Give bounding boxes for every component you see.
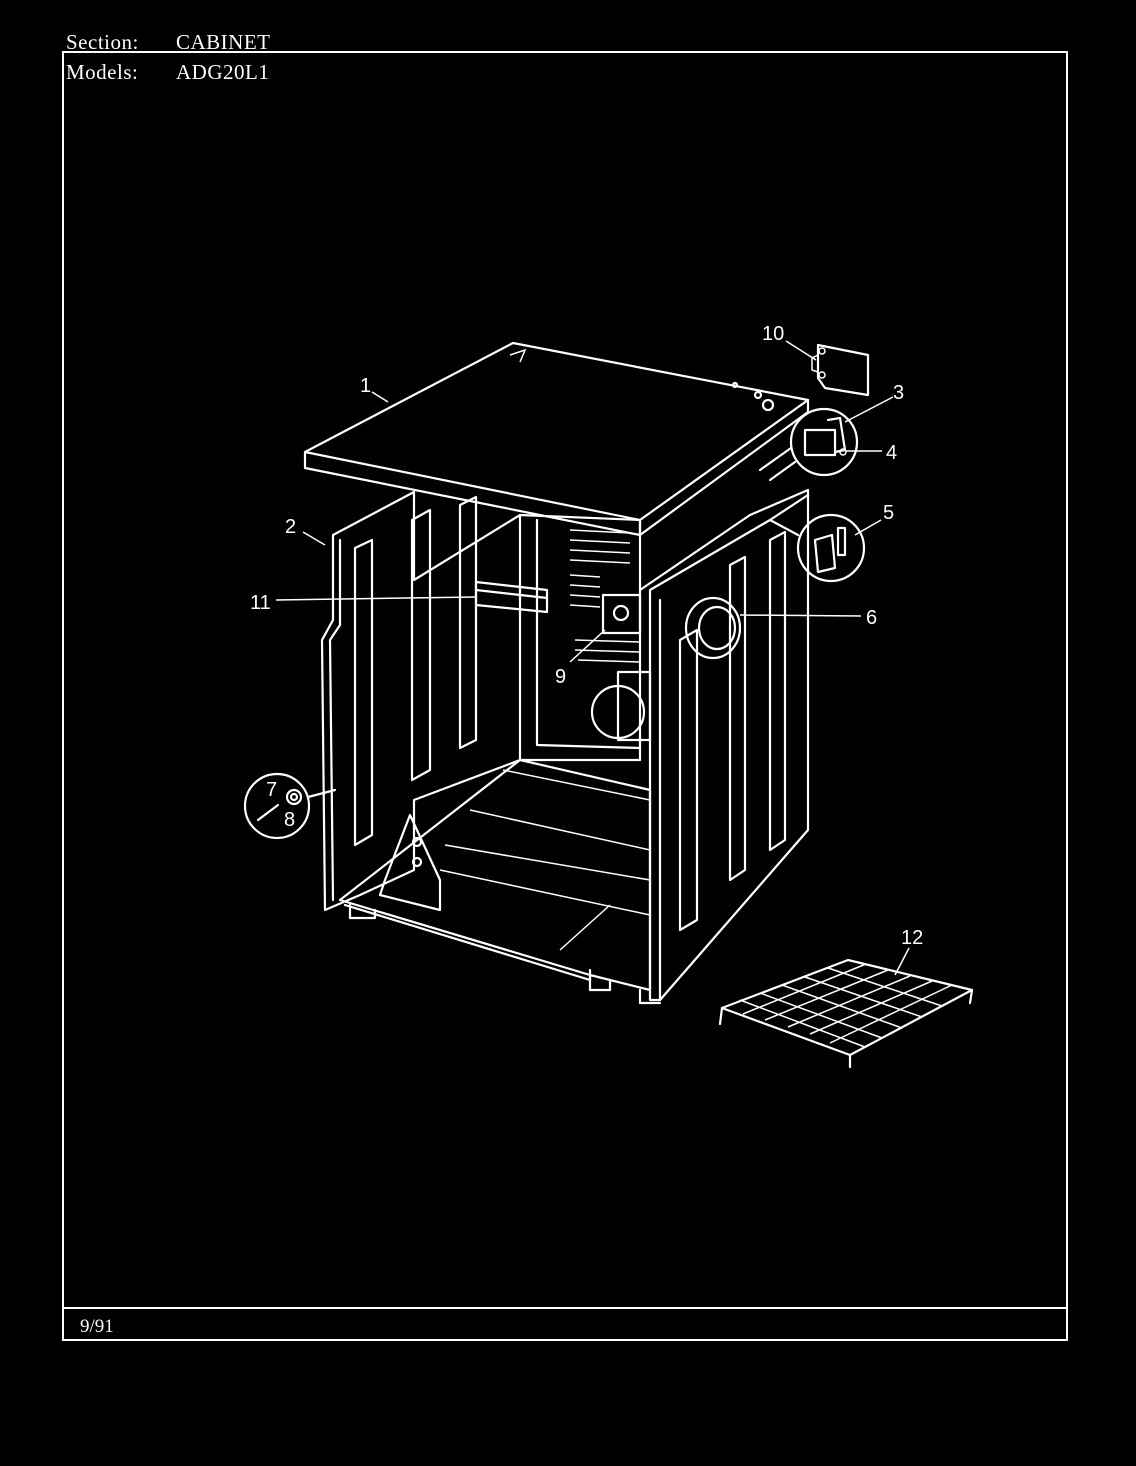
screw-detail-circle	[243, 772, 337, 840]
cabinet-body	[320, 488, 810, 1005]
callout-10: 10	[762, 323, 784, 345]
footer-date: 9/91	[80, 1316, 114, 1337]
section-value: CABINET	[176, 30, 271, 54]
callout-11: 11	[250, 592, 271, 614]
hinge-detail-circle	[758, 407, 859, 482]
callout-6: 6	[866, 607, 877, 629]
leader-lines	[275, 340, 910, 976]
footer-divider	[62, 1307, 1068, 1309]
callout-4: 4	[886, 442, 897, 464]
top-cover	[303, 341, 810, 537]
models-label: Models:	[66, 60, 139, 84]
callout-5: 5	[883, 502, 894, 524]
diagram-frame	[62, 51, 1068, 1341]
callout-1: 1	[360, 375, 371, 397]
callout-9: 9	[555, 666, 566, 688]
callout-7: 7	[266, 779, 277, 801]
callout-8: 8	[284, 809, 295, 831]
control-bracket	[811, 343, 870, 397]
drum-rack-grid	[718, 958, 974, 1069]
callout-2: 2	[285, 516, 296, 538]
section-label: Section:	[66, 30, 139, 54]
callout-numbers: 1 2 3 4 5 6 7 8 9 10 11 12	[250, 323, 923, 949]
callout-3: 3	[893, 382, 904, 404]
rear-grommet	[601, 593, 642, 635]
models-value: ADG20L1	[176, 60, 270, 84]
clip-detail-circle	[768, 513, 866, 583]
rear-louvers	[569, 529, 641, 663]
side-port	[684, 596, 742, 660]
callout-12: 12	[901, 927, 923, 949]
